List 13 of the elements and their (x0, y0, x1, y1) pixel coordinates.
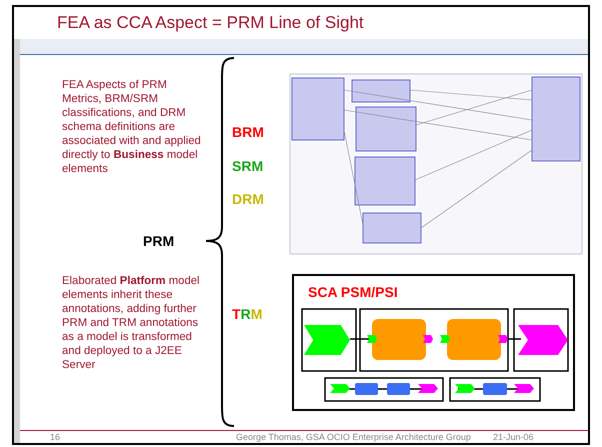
model-label: TRM (232, 306, 262, 322)
description-text: Elaborated Platform model elements inherit these annotations, adding further PRM and TRM annotations as a model is transformed and deployed to a J2EE Server (62, 274, 201, 372)
page-number: 16 (50, 432, 60, 442)
footer-date: 21-Jun-06 (493, 432, 534, 442)
model-label: PRM (143, 233, 174, 249)
slide-title: FEA as CCA Aspect = PRM Line of Sight (57, 13, 364, 33)
description-text: FEA Aspects of PRM Metrics, BRM/SRM classifications, and DRM schema definitions are associated with and applied directly to Business model elements (62, 78, 202, 176)
model-label: SRM (232, 158, 264, 174)
model-label: DRM (232, 191, 264, 207)
frame-title: SCA PSM/PSI (308, 284, 398, 300)
model-label: BRM (232, 124, 264, 140)
component-frame (292, 274, 575, 411)
footer-author: George Thomas, GSA OCIO Enterprise Architecture Group (236, 432, 471, 442)
